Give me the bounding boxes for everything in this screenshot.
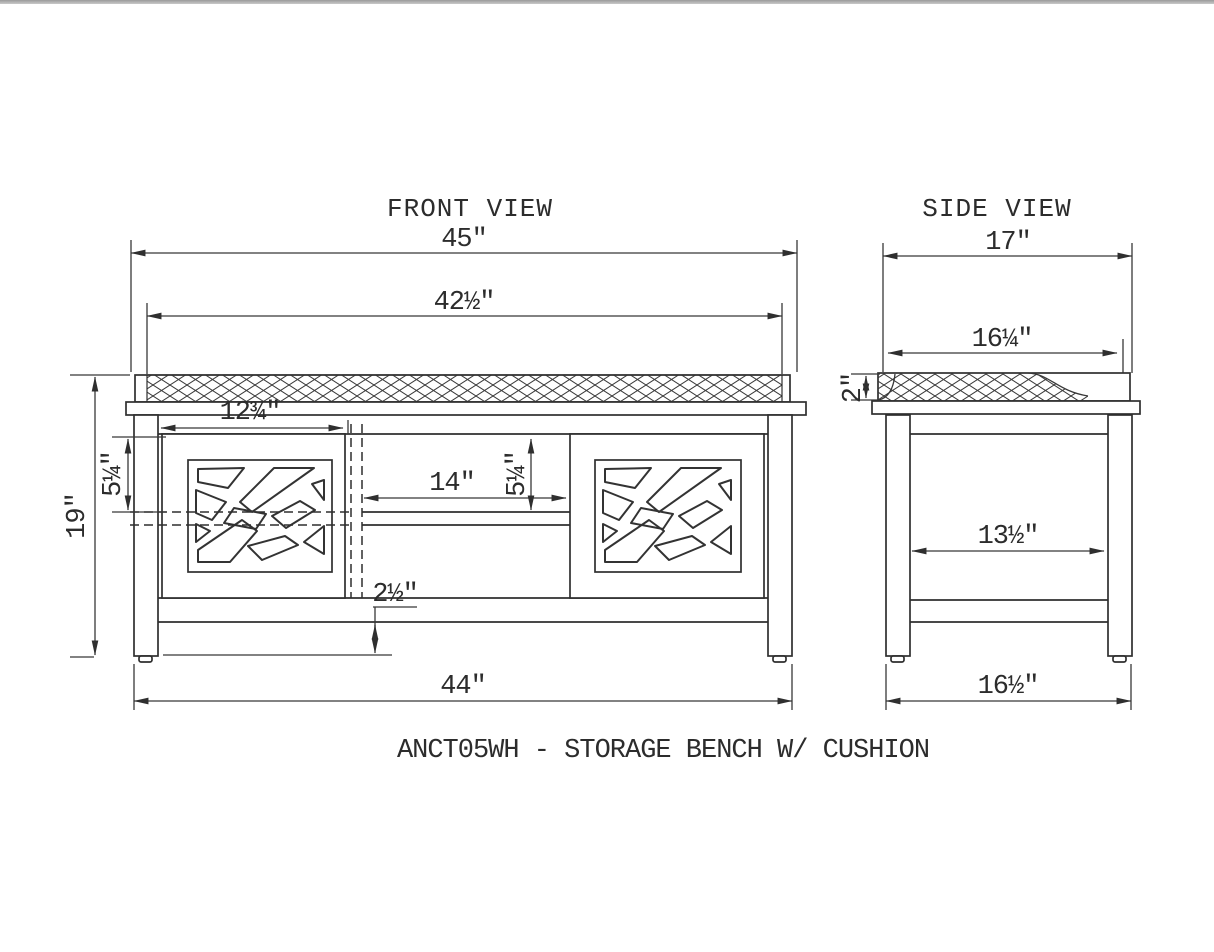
front-dim-opening-height-right-label: 5¼" [503,451,533,497]
front-left-foot [138,655,153,663]
front-left-leg [133,414,159,657]
front-dim-overall-height-label: 19" [63,493,93,539]
side-seat-board [871,400,1141,415]
side-dim-cushion-depth-label: 16¼" [972,325,1033,355]
front-view-title: FRONT VIEW [387,194,553,224]
front-view: FRONT VIEW 45" 42½" [63,194,807,710]
side-dim-cushion-depth: 16¼" [887,325,1124,378]
front-dim-opening-height-right: 5¼" [503,438,535,511]
front-dim-overall-height: 19" [63,374,130,658]
front-dim-opening-height-left-label: 5¼" [99,451,129,497]
front-dim-overall-width-label: 45" [441,225,487,255]
drawing-caption: ANCT05WH - STORAGE BENCH W/ CUSHION [397,736,929,766]
front-dim-bottom-clearance: 2½" [163,580,419,656]
side-dim-base-depth-label: 16½" [978,672,1039,702]
front-hidden-divider [350,424,363,598]
side-view: SIDE VIEW 17" 16¼" [839,194,1141,710]
front-right-leg [767,414,793,657]
front-right-panel [569,433,765,599]
side-dim-overall-depth: 17" [882,228,1133,373]
side-dim-cushion-thickness-label: 2" [839,373,869,403]
side-right-foot [1112,655,1127,663]
side-dim-overall-depth-label: 17" [985,228,1031,258]
front-middle-shelf [362,511,570,526]
side-dim-inner-depth-label: 13½" [978,522,1039,552]
front-dim-opening-width: 14" [363,469,567,502]
front-hidden-shelf [130,511,351,526]
scan-top-edge [0,0,1214,4]
front-right-foot [772,655,787,663]
front-dim-left-section: 12¾" [160,398,349,434]
side-dim-inner-depth: 13½" [911,522,1105,555]
front-dim-opening-width-label: 14" [429,469,475,499]
front-dim-cushion-width-label: 42½" [434,288,495,318]
front-dim-base-width-label: 44" [440,672,486,702]
side-dim-cushion-thickness: 2" [839,373,880,403]
front-dim-overall-width: 45" [130,225,798,372]
front-dim-left-section-label: 12¾" [220,398,281,428]
front-seat-board [125,401,807,416]
front-dim-cushion-width: 42½" [146,288,783,374]
side-cushion [877,372,1131,402]
front-dim-base-width: 44" [133,664,793,710]
side-right-leg [1107,414,1133,657]
front-dim-opening-height-left: 5¼" [99,436,166,513]
front-left-panel [161,433,346,599]
side-dim-base-depth: 16½" [885,664,1132,710]
side-left-foot [890,655,905,663]
side-view-title: SIDE VIEW [922,194,1071,224]
front-dim-bottom-clearance-label: 2½" [372,580,418,610]
side-left-leg [885,414,911,657]
